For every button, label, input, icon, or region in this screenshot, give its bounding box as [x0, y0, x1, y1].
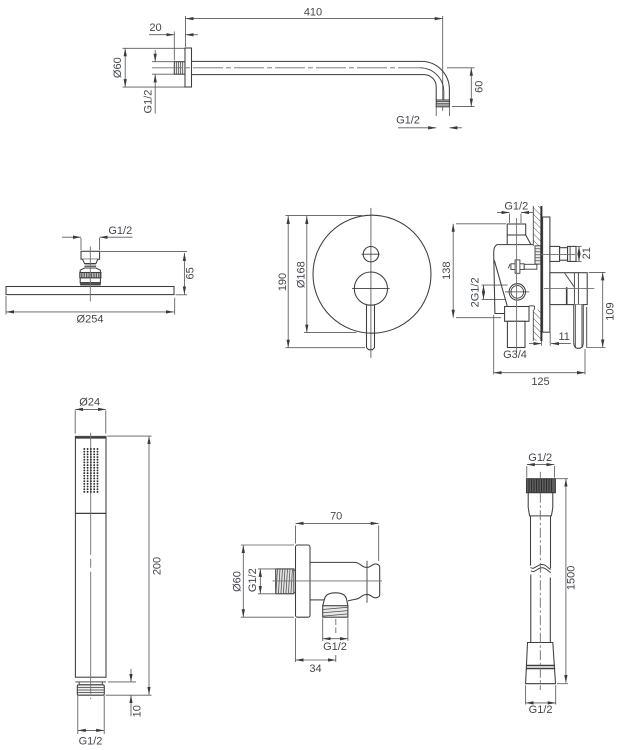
svg-text:G1/2: G1/2	[529, 704, 553, 716]
svg-text:Ø60: Ø60	[112, 57, 124, 78]
svg-text:Ø168: Ø168	[296, 261, 308, 288]
svg-text:G1/2: G1/2	[142, 90, 154, 114]
svg-text:2G1/2: 2G1/2	[470, 277, 482, 307]
svg-text:60: 60	[473, 81, 485, 93]
svg-text:65: 65	[184, 267, 196, 279]
svg-text:G3/4: G3/4	[503, 349, 527, 361]
svg-text:G1/2: G1/2	[323, 641, 347, 653]
svg-text:G1/2: G1/2	[108, 225, 132, 237]
svg-text:21: 21	[581, 247, 593, 259]
svg-text:190: 190	[277, 273, 289, 291]
svg-text:410: 410	[304, 6, 322, 18]
svg-text:11: 11	[558, 331, 569, 343]
svg-text:125: 125	[531, 376, 549, 388]
svg-text:G1/2: G1/2	[396, 114, 420, 126]
svg-text:200: 200	[151, 557, 163, 575]
svg-text:Ø60: Ø60	[231, 571, 243, 592]
svg-text:G1/2: G1/2	[79, 735, 103, 747]
svg-text:20: 20	[149, 22, 161, 34]
svg-text:Ø254: Ø254	[77, 313, 104, 325]
svg-text:G1/2: G1/2	[247, 568, 259, 592]
svg-text:G1/2: G1/2	[504, 200, 528, 212]
svg-text:10: 10	[132, 705, 144, 717]
svg-text:138: 138	[441, 262, 453, 280]
svg-text:109: 109	[605, 302, 617, 320]
svg-text:70: 70	[330, 510, 342, 522]
svg-text:34: 34	[309, 663, 321, 675]
svg-text:G1/2: G1/2	[528, 452, 552, 464]
svg-text:1500: 1500	[566, 566, 578, 590]
svg-text:Ø24: Ø24	[79, 397, 100, 409]
